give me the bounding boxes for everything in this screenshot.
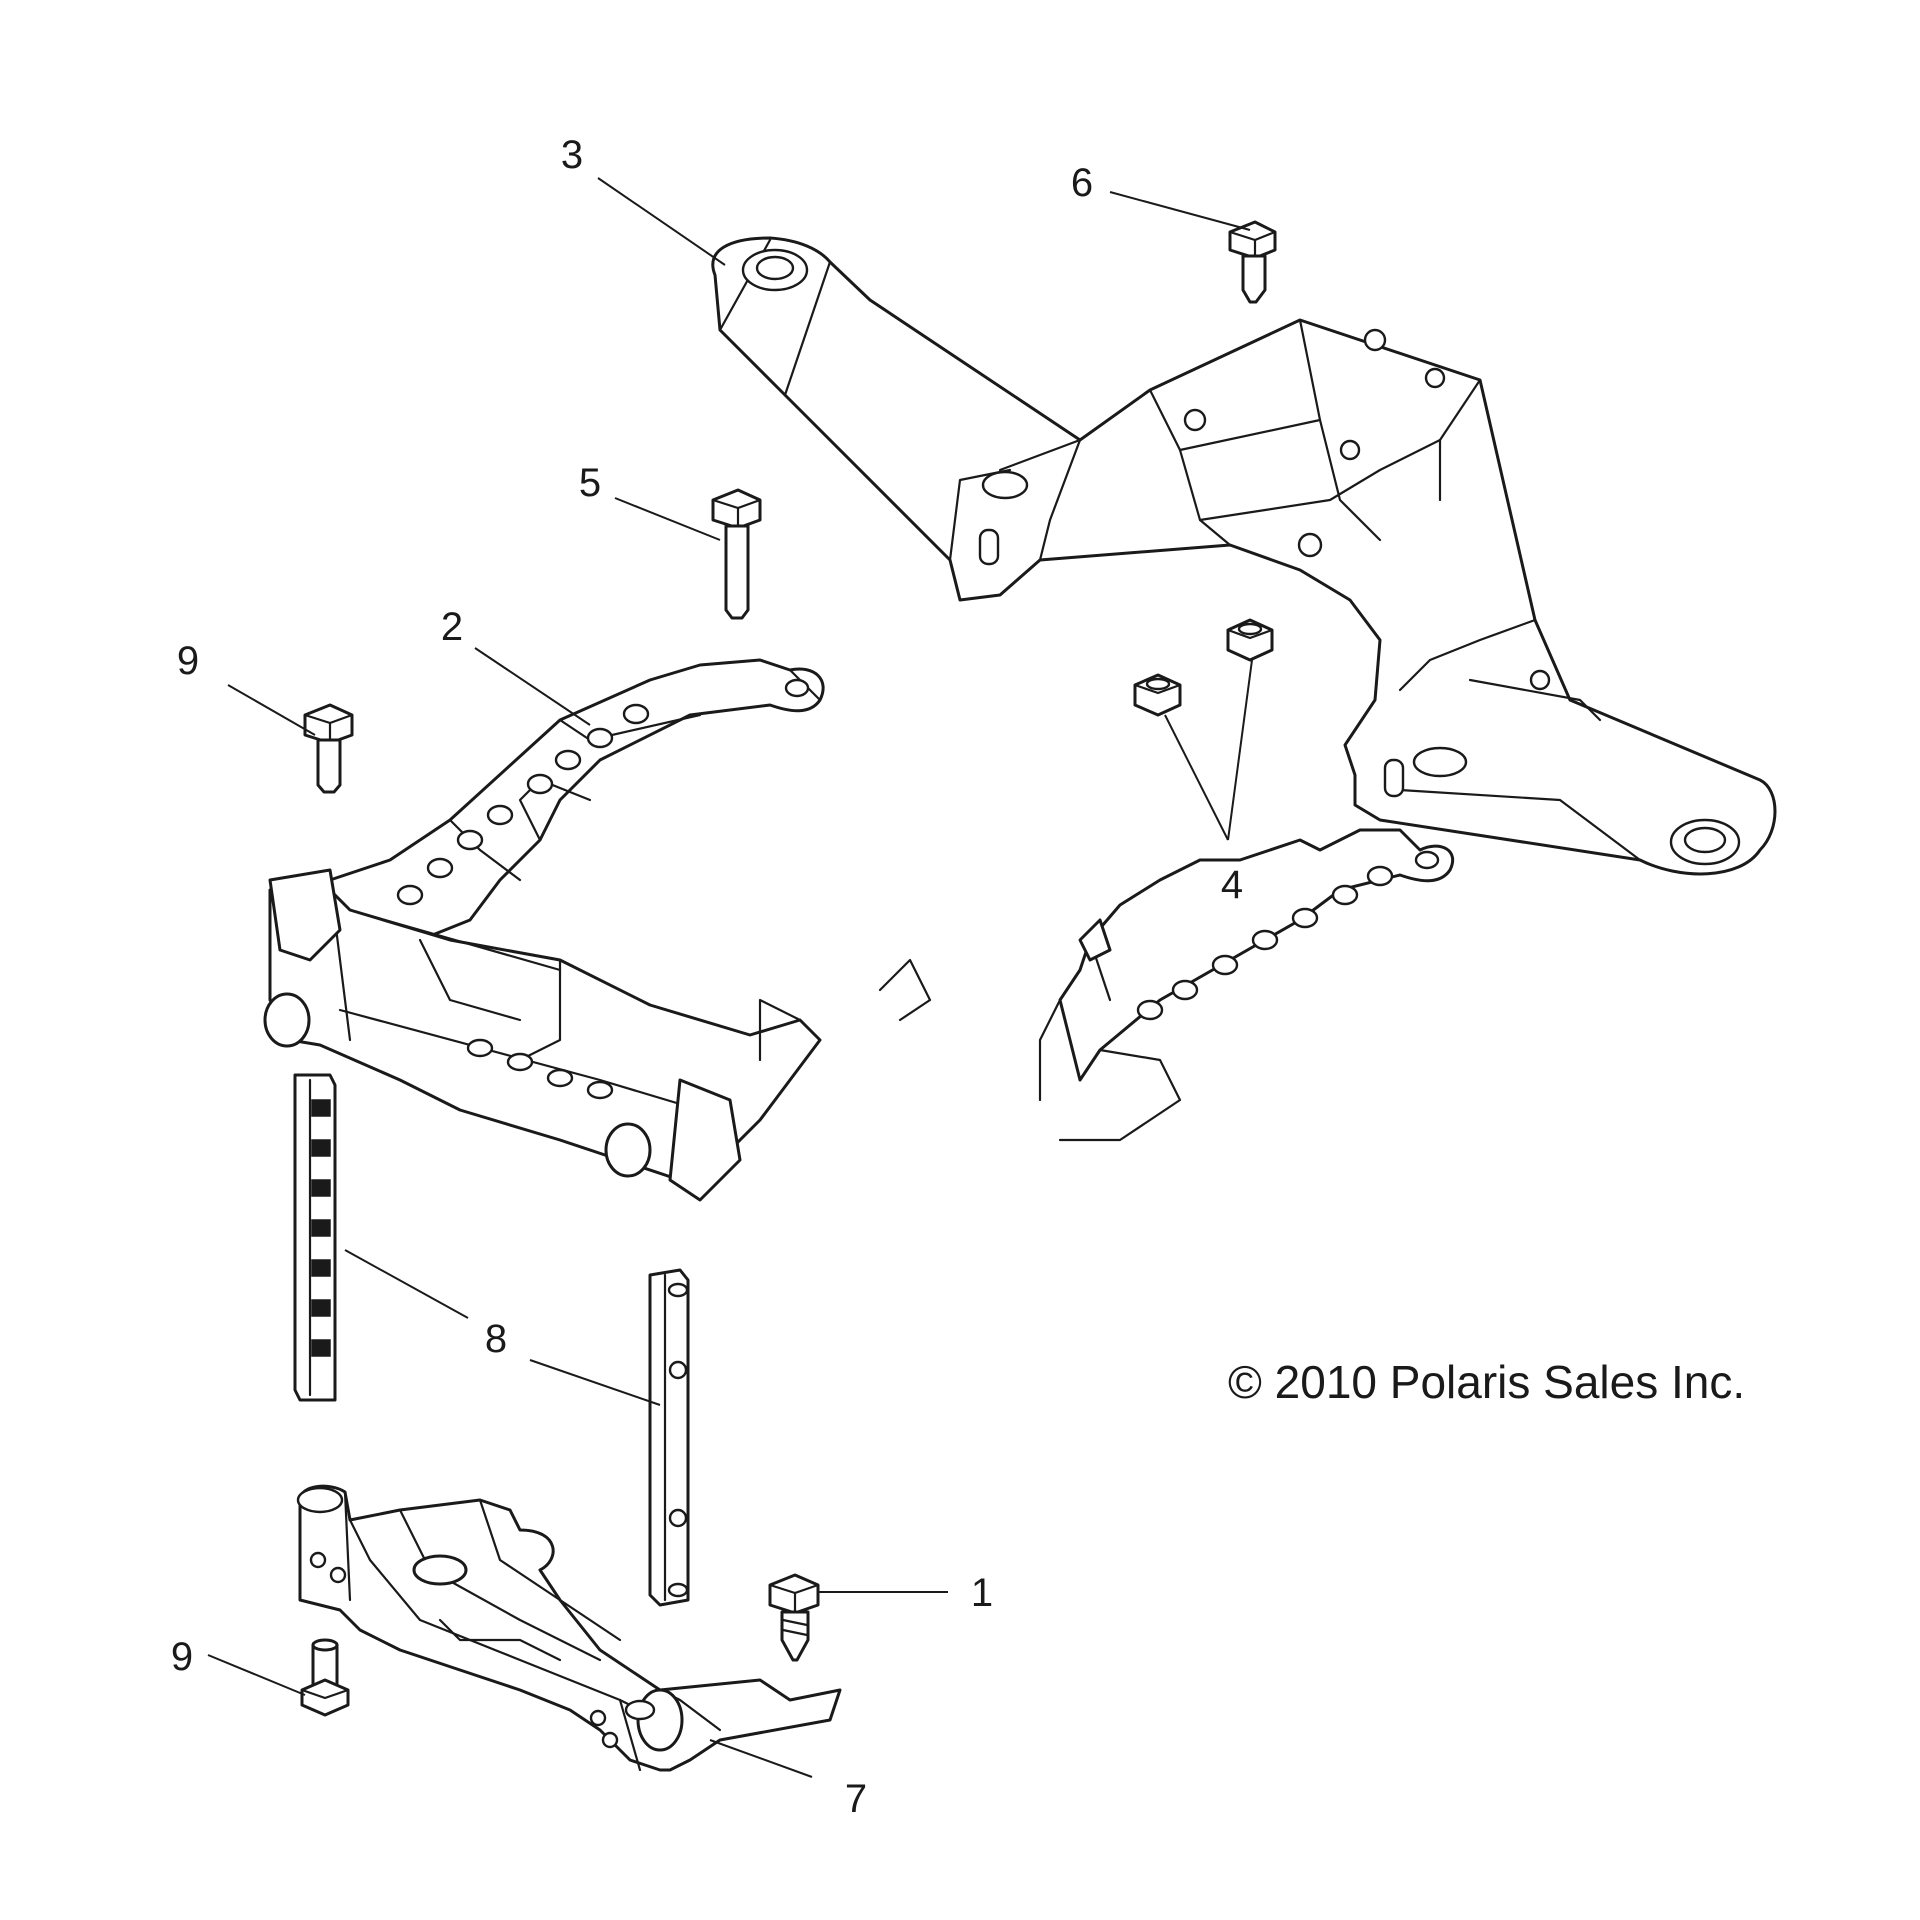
callout-6: 6 bbox=[1071, 161, 1093, 205]
copyright-notice: © 2010 Polaris Sales Inc. bbox=[1228, 1356, 1745, 1408]
leader-8a bbox=[344, 1249, 469, 1319]
callout-8: 8 bbox=[485, 1317, 507, 1361]
callout-2: 2 bbox=[441, 605, 463, 649]
callout-9-upper: 9 bbox=[177, 639, 199, 683]
callout-1: 1 bbox=[971, 1571, 993, 1615]
leader-9b bbox=[207, 1654, 306, 1696]
callout-labels: 3 6 5 2 9 4 8 1 9 7 bbox=[171, 133, 1243, 1821]
leader-4a bbox=[1164, 714, 1229, 841]
callout-5: 5 bbox=[579, 461, 601, 505]
leader-9a bbox=[227, 684, 316, 736]
part-2-subframe bbox=[263, 658, 1455, 1202]
leader-7 bbox=[709, 1739, 813, 1778]
part-8-spacer-bar-left bbox=[293, 1073, 337, 1402]
part-6-bolt bbox=[1228, 220, 1277, 304]
callout-9-lower: 9 bbox=[171, 1635, 193, 1679]
part-3-upper-bracket bbox=[711, 236, 1777, 876]
leader-3 bbox=[597, 177, 726, 266]
part-7-lower-cradle bbox=[296, 1484, 842, 1772]
part-5-bolt bbox=[711, 488, 762, 620]
part-4-nut-right bbox=[1226, 618, 1274, 662]
part-9-bolt-upper bbox=[303, 703, 354, 794]
part-1-screw bbox=[768, 1573, 820, 1662]
callout-7: 7 bbox=[845, 1777, 867, 1821]
leader-2 bbox=[474, 647, 591, 726]
leader-5 bbox=[614, 497, 721, 541]
callout-3: 3 bbox=[561, 133, 583, 177]
part-9-bolt-lower bbox=[300, 1638, 350, 1717]
leader-8b bbox=[529, 1359, 661, 1406]
leader-6 bbox=[1109, 191, 1251, 231]
leader-lines bbox=[207, 177, 1253, 1778]
callout-4: 4 bbox=[1221, 863, 1243, 907]
part-4-nut-left bbox=[1133, 673, 1182, 717]
part-8-spacer-bar-right bbox=[648, 1268, 690, 1607]
leader-4b bbox=[1227, 659, 1253, 841]
